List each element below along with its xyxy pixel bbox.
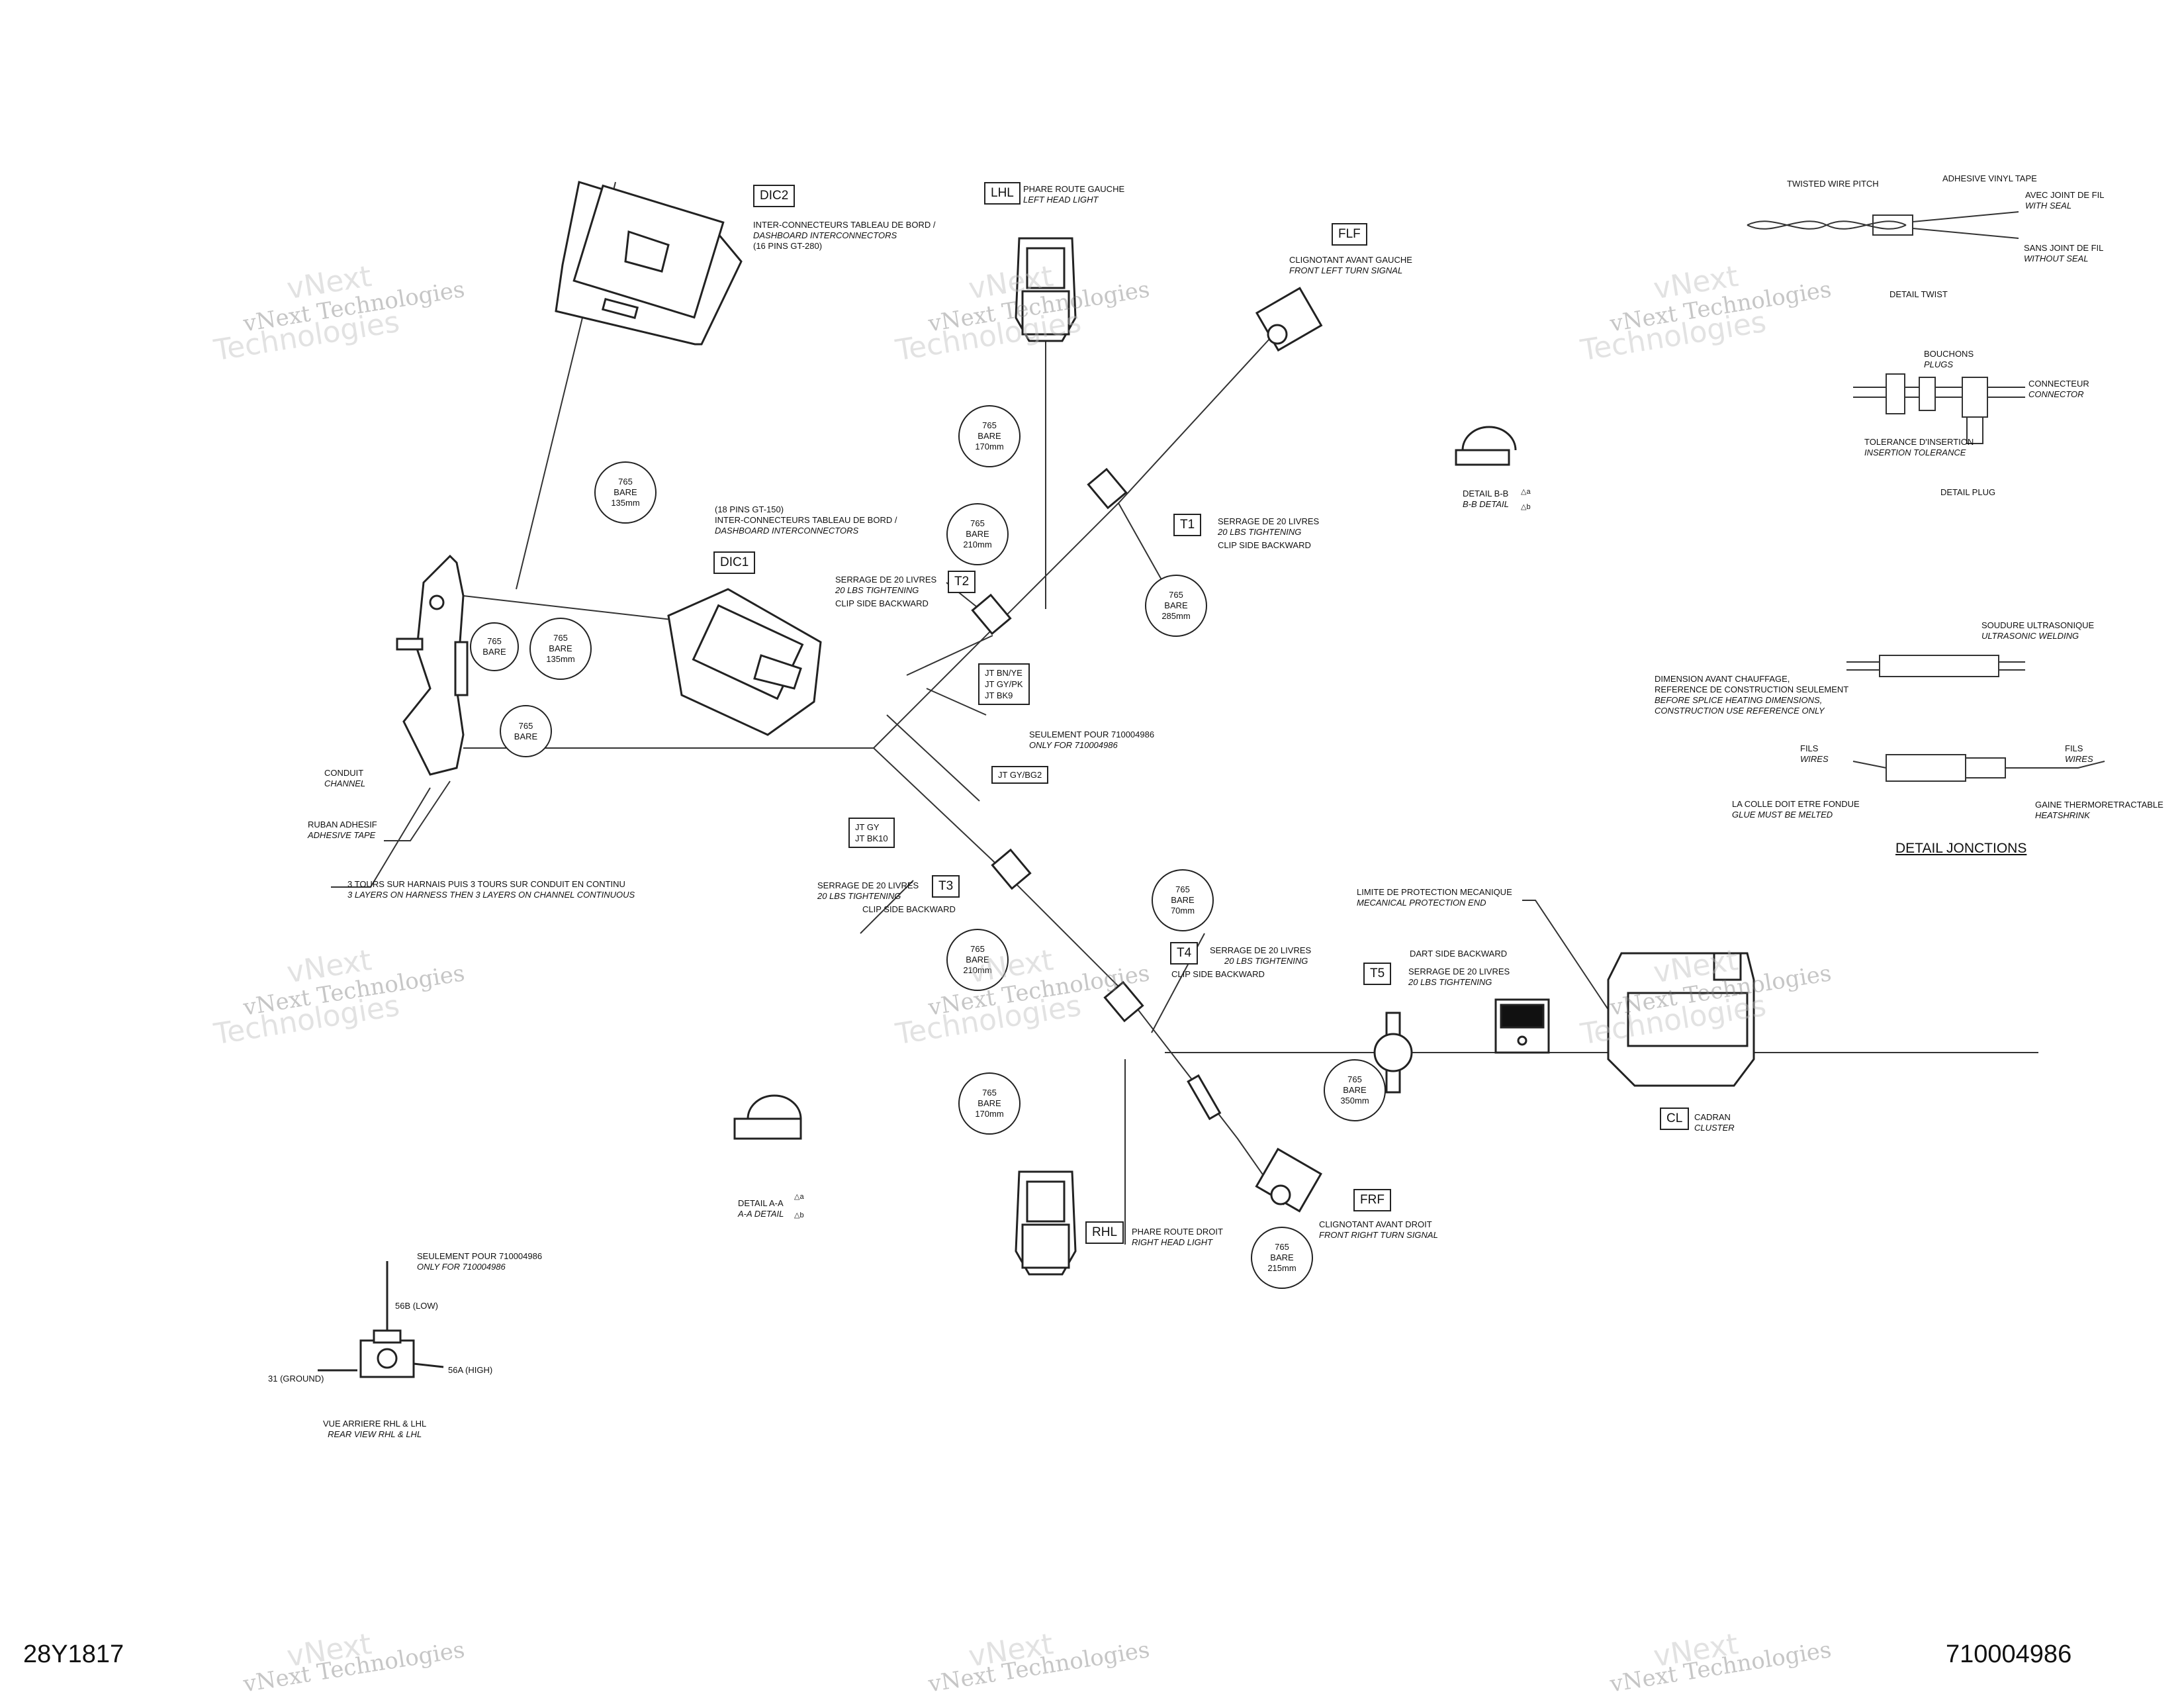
rhl-headlight-shape (1015, 1170, 1077, 1276)
splice-dimension-note: DIMENSION AVANT CHAUFFAGE, REFERENCE DE … (1655, 674, 1849, 716)
plug-detail-shape (1853, 373, 2025, 444)
pin-56a-label: 56A (HIGH) (448, 1365, 493, 1375)
t5-dart-shape (1373, 998, 1550, 1094)
ultrasonic-weld-label: SOUDURE ULTRASONIQUE ULTRASONIC WELDING (1981, 620, 2095, 641)
tape-label: RUBAN ADHESIF ADHESIVE TAPE (308, 820, 377, 840)
lhl-headlight-shape (1015, 237, 1077, 342)
rear-view-caption: VUE ARRIERE RHL & LHL REAR VIEW RHL & LH… (323, 1419, 427, 1439)
cluster-shape (1607, 952, 1755, 1087)
heatshrink-label: GAINE THERMORETRACTABLE HEATSHRINK (2035, 800, 2163, 820)
junction-label-3: JT GY JT BK10 (848, 818, 895, 848)
flf-code: FLF (1332, 223, 1367, 246)
detail-bb-triangle-b: △b (1521, 503, 1531, 511)
lhl-label: PHARE ROUTE GAUCHE LEFT HEAD LIGHT (1023, 184, 1125, 205)
dic2-code: DIC2 (753, 185, 796, 207)
part-number: 710004986 (1946, 1640, 2072, 1668)
t5-note: DART SIDE BACKWARD (1410, 949, 1508, 959)
dic1-connector-shape (667, 588, 822, 736)
twist-pitch-label: TWISTED WIRE PITCH (1787, 179, 1879, 189)
detail-aa-triangle-b: △b (794, 1211, 804, 1219)
cl-label: CADRAN CLUSTER (1694, 1112, 1735, 1133)
conduit-shape (396, 554, 469, 776)
t4-label: SERRAGE DE 20 LIVRES 20 LBS TIGHTENING C… (1171, 945, 1312, 979)
detail-junctions-title: DETAIL JONCTIONS (1895, 841, 2027, 856)
plugs-label: BOUCHONS PLUGS (1924, 349, 1974, 369)
junction-detail-shape (1846, 655, 2105, 782)
cl-code: CL (1660, 1108, 1690, 1130)
rhl-label: PHARE ROUTE DROIT RIGHT HEAD LIGHT (1132, 1227, 1223, 1247)
t1-label: SERRAGE DE 20 LIVRES 20 LBS TIGHTENING C… (1218, 516, 1320, 550)
tie-wrap-shapes (971, 467, 1222, 1121)
rear-only-for-note: SEULEMENT POUR 710004986 ONLY FOR 710004… (417, 1251, 543, 1272)
t2-code: T2 (948, 571, 976, 593)
mechanical-limit-label: LIMITE DE PROTECTION MECANIQUE MECANICAL… (1357, 887, 1512, 908)
flf-connector-shape (1255, 287, 1323, 352)
dic1-code: DIC1 (713, 551, 756, 574)
detail-clip-shapes (733, 426, 1517, 1140)
t5-label: SERRAGE DE 20 LIVRES 20 LBS TIGHTENING (1408, 967, 1510, 987)
detail-bb-triangle-a: △a (1521, 488, 1531, 496)
frf-label: CLIGNOTANT AVANT DROIT FRONT RIGHT TURN … (1319, 1219, 1438, 1240)
detail-aa-triangle-a: △a (794, 1193, 804, 1201)
detail-twist-title: DETAIL TWIST (1889, 289, 1948, 299)
detail-aa-label: DETAIL A-A A-A DETAIL (738, 1198, 784, 1219)
frf-code: FRF (1353, 1189, 1391, 1211)
conduit-label: CONDUIT CHANNEL (324, 768, 366, 788)
flf-label: CLIGNOTANT AVANT GAUCHE FRONT LEFT TURN … (1289, 255, 1412, 275)
rear-view-shape (318, 1261, 444, 1378)
junction-label-1: JT BN/YE JT GY/PK JT BK9 (978, 663, 1030, 705)
layers-label: 3 TOURS SUR HARNAIS PUIS 3 TOURS SUR CON… (347, 879, 635, 900)
t3-code: T3 (932, 875, 960, 898)
dic2-connector-shape (555, 181, 743, 346)
with-seal-label: AVEC JOINT DE FIL WITH SEAL (2025, 190, 2105, 211)
twist-detail-shape (1747, 211, 2019, 239)
only-for-note: SEULEMENT POUR 710004986 ONLY FOR 710004… (1029, 730, 1155, 750)
connector-label: CONNECTEUR CONNECTOR (2028, 379, 2089, 399)
pin-56b-label: 56B (LOW) (395, 1301, 439, 1311)
t1-code: T1 (1173, 514, 1202, 536)
dic2-label: INTER-CONNECTEURS TABLEAU DE BORD / DASH… (753, 220, 936, 251)
vinyl-tape-label: ADHESIVE VINYL TAPE (1942, 173, 2037, 183)
frf-connector-shape (1255, 1147, 1322, 1213)
lhl-code: LHL (984, 182, 1021, 205)
junction-label-2: JT GY/BG2 (991, 766, 1049, 784)
t4-code: T4 (1170, 942, 1199, 965)
without-seal-label: SANS JOINT DE FIL WITHOUT SEAL (2024, 243, 2104, 263)
drawing-number: 28Y1817 (23, 1640, 124, 1668)
dic1-label: (18 PINS GT-150) INTER-CONNECTEURS TABLE… (715, 504, 897, 536)
rhl-code: RHL (1085, 1221, 1124, 1244)
wires-label-left: FILS WIRES (1800, 743, 1829, 764)
t5-code: T5 (1363, 963, 1392, 985)
t3-label: SERRAGE DE 20 LIVRES 20 LBS TIGHTENING C… (817, 880, 956, 914)
pin-31-label: 31 (GROUND) (268, 1374, 324, 1384)
detail-bb-label: DETAIL B-B B-B DETAIL (1463, 489, 1509, 509)
glue-label: LA COLLE DOIT ETRE FONDUE GLUE MUST BE M… (1732, 799, 1860, 820)
t2-label: SERRAGE DE 20 LIVRES 20 LBS TIGHTENING C… (835, 575, 937, 608)
wires-label-right: FILS WIRES (2065, 743, 2093, 764)
insertion-tolerance-label: TOLERANCE D'INSERTION INSERTION TOLERANC… (1864, 437, 1974, 457)
detail-plug-title: DETAIL PLUG (1940, 487, 1996, 497)
